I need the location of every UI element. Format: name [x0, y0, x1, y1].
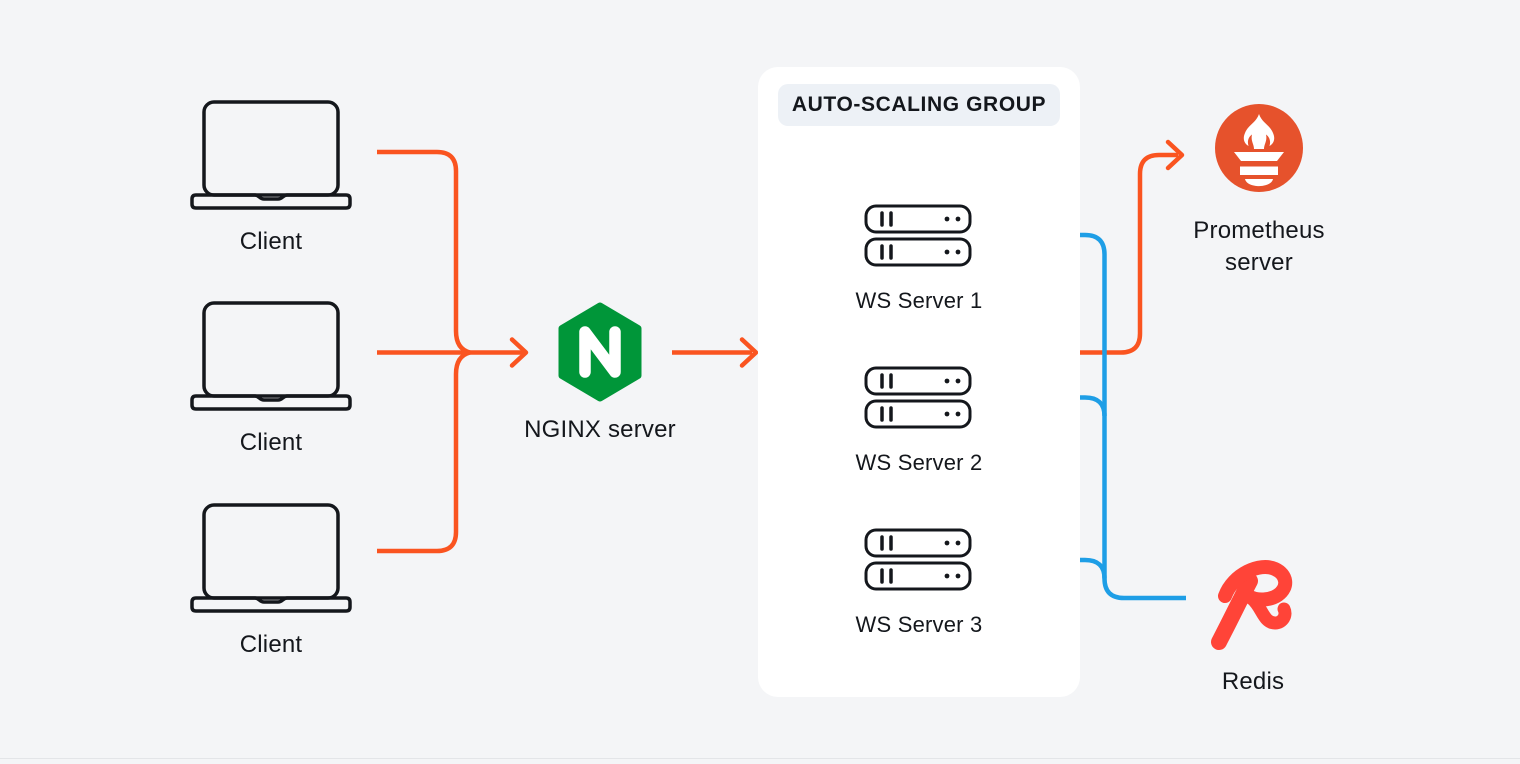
prometheus-label: Prometheus server: [1193, 217, 1325, 276]
client-label: Client: [239, 429, 303, 456]
nginx-label: NGINX server: [524, 416, 676, 443]
client-node-2: Client: [189, 300, 353, 460]
arrow-client2-to-nginx: [377, 337, 529, 368]
auto-scaling-group-badge: AUTO-SCALING GROUP: [778, 84, 1060, 126]
ws-server-label: WS Server 3: [855, 612, 983, 637]
auto-scaling-group-panel: AUTO-SCALING GROUP WS Server 1: [758, 67, 1080, 697]
client-label: Client: [239, 228, 303, 255]
ws-server-2-node: WS Server 2: [856, 366, 982, 475]
laptop-icon: [190, 100, 352, 210]
server-rack-icon: [864, 366, 972, 429]
ws-server-label: WS Server 2: [855, 450, 983, 475]
nginx-node: NGINX server: [524, 302, 676, 452]
client-node-1: Client: [189, 99, 353, 259]
arrow-nginx-to-asg: [672, 337, 759, 368]
prometheus-node: Prometheus server: [1193, 103, 1325, 283]
redis-icon: [1211, 560, 1293, 650]
server-rack-icon: [864, 528, 972, 591]
arrow-client3-to-nginx: [377, 350, 471, 554]
ws-server-label: WS Server 1: [855, 288, 983, 313]
arrow-asg-to-prometheus: [1080, 139, 1185, 355]
laptop-icon: [190, 301, 352, 411]
ws-server-3-node: WS Server 3: [856, 528, 982, 637]
client-label: Client: [239, 631, 303, 658]
redis-node: Redis: [1204, 556, 1304, 696]
client-node-3: Client: [189, 502, 353, 662]
ws-server-1-node: WS Server 1: [856, 204, 982, 313]
prometheus-icon: [1215, 104, 1303, 192]
nginx-icon: [558, 302, 642, 402]
arrow-client1-to-nginx: [377, 149, 471, 355]
server-rack-icon: [864, 204, 972, 267]
laptop-icon: [190, 503, 352, 613]
redis-label: Redis: [1221, 668, 1285, 695]
